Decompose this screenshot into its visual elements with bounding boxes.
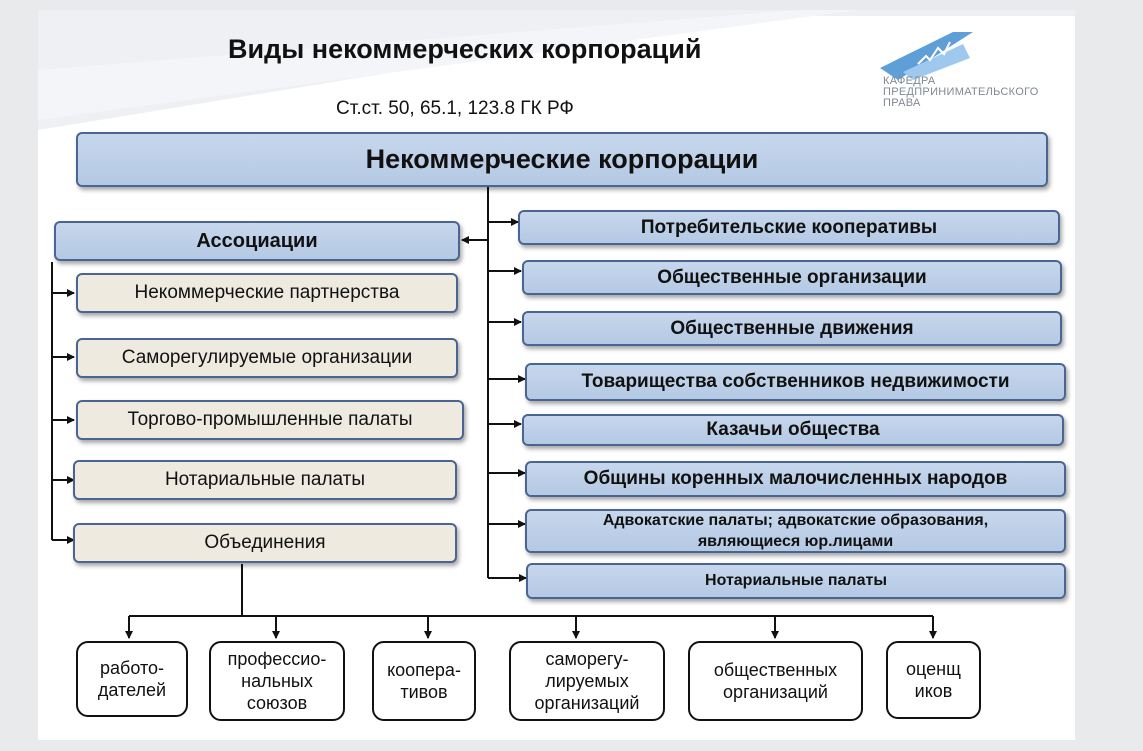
page-subtitle: Ст.ст. 50, 65.1, 123.8 ГК РФ: [336, 98, 574, 119]
left-head-box: Ассоциации: [54, 221, 460, 261]
decorative-background: [38, 10, 1075, 130]
right-item-box: Адвокатские палаты; адвокатские образова…: [525, 509, 1066, 553]
left-item-box: Объединения: [73, 523, 457, 563]
slide: Виды некоммерческих корпораций Ст.ст. 50…: [38, 10, 1075, 740]
bottom-box: коопера-тивов: [372, 641, 476, 721]
bottom-box: работо-дателей: [76, 641, 188, 717]
root-box: Некоммерческие корпорации: [76, 132, 1048, 187]
right-item-box: Общественные организации: [522, 260, 1062, 295]
left-item-box: Нотариальные палаты: [73, 460, 457, 500]
page-title: Виды некоммерческих корпораций: [228, 34, 702, 64]
right-item-box: Потребительские кооперативы: [518, 210, 1060, 245]
logo-line: КАФЕДРА: [883, 75, 936, 87]
right-item-box: Общины коренных малочисленных народов: [525, 461, 1066, 497]
right-item-box: Казачьи общества: [522, 414, 1064, 446]
left-item-box: Некоммерческие партнерства: [76, 273, 458, 313]
left-item-box: Торгово-промышленные палаты: [76, 400, 464, 440]
right-item-box: Нотариальные палаты: [526, 563, 1066, 599]
connector-lines: [51, 187, 937, 639]
right-item-box: Общественные движения: [522, 311, 1062, 346]
bottom-box: профессио-нальных союзов: [209, 641, 345, 721]
bottom-box: общественных организаций: [688, 641, 863, 721]
right-item-box: Товарищества собственников недвижимости: [525, 363, 1066, 401]
logo-text: КАФЕДРА ПРЕДПРИНИМАТЕЛЬСКОГО ПРАВА: [883, 76, 1039, 109]
left-item-box: Саморегулируемые организации: [76, 338, 458, 378]
bottom-box: оценщ иков: [886, 641, 981, 719]
bottom-box: саморегу-лируемых организаций: [509, 641, 665, 721]
logo-line: ПРАВА: [883, 97, 921, 109]
logo-line: ПРЕДПРИНИМАТЕЛЬСКОГО: [883, 86, 1039, 98]
chart-logo-icon: [880, 32, 973, 80]
